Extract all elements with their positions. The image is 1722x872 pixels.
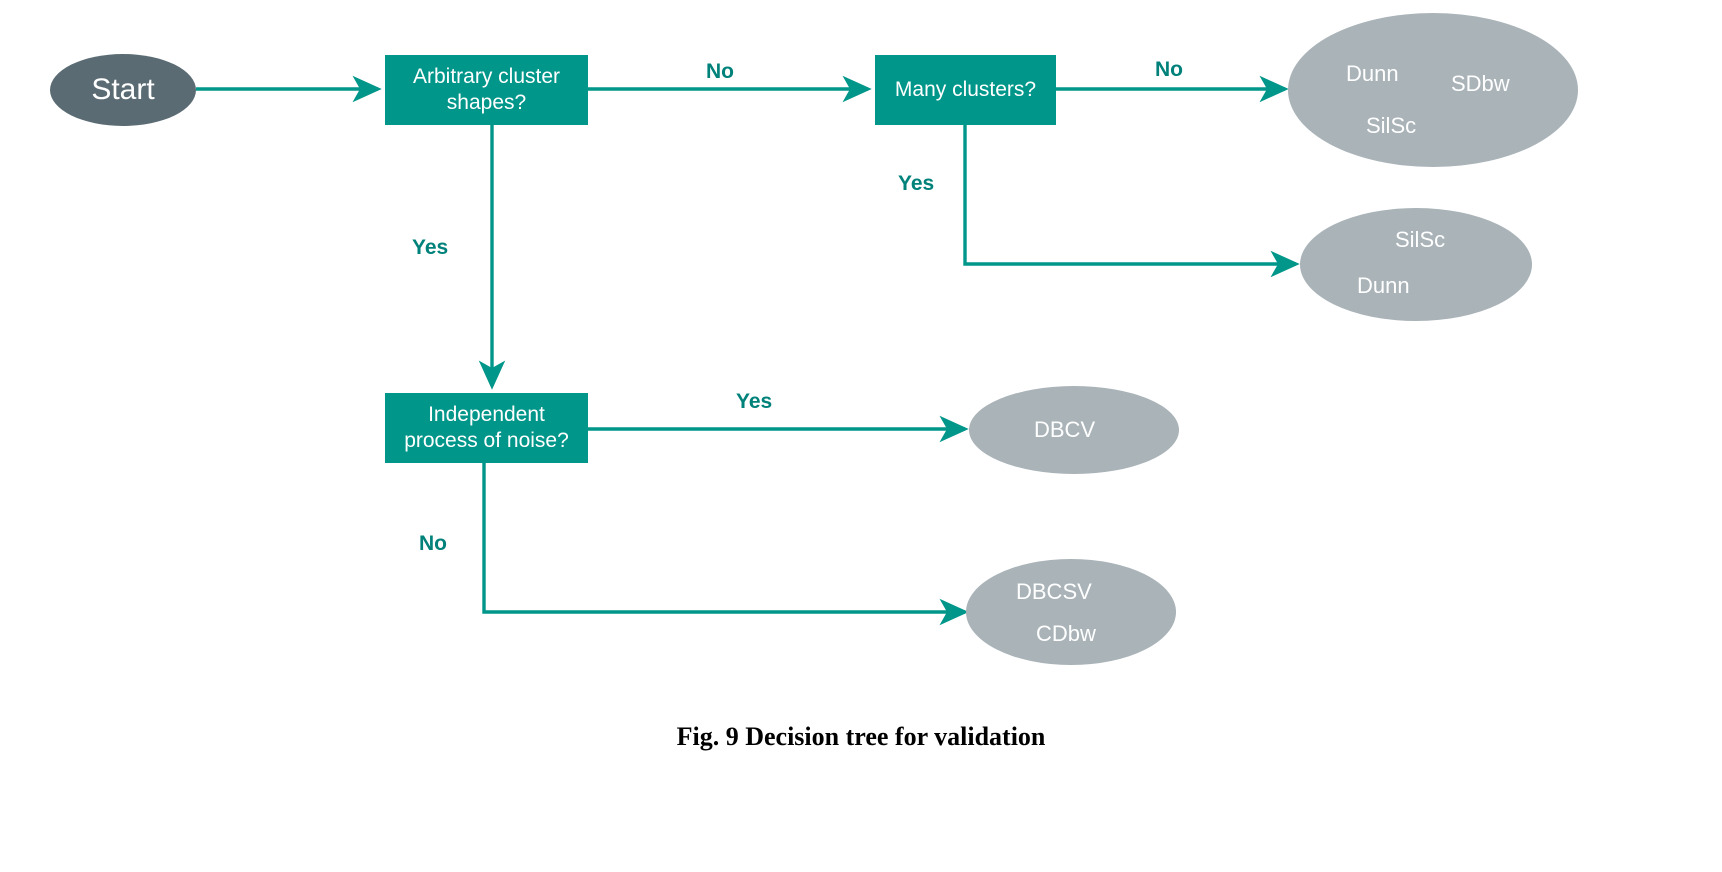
edge-label-noise-yes: Yes bbox=[736, 390, 773, 413]
node-independent-process-of-noise-label: Independent process of noise? bbox=[404, 403, 569, 452]
node-many-clusters[interactable]: Many clusters? bbox=[875, 55, 1056, 125]
edge-many-yes bbox=[963, 124, 1300, 278]
node-start[interactable]: Start bbox=[50, 54, 196, 126]
edge-label-noise-no: No bbox=[419, 532, 447, 555]
node-many-clusters-label: Many clusters? bbox=[894, 78, 1037, 102]
node-result-dbcv[interactable]: DBCV bbox=[969, 386, 1179, 474]
node-arbitrary-cluster-shapes-label: Arbitrary cluster shapes? bbox=[412, 65, 561, 114]
result-term-sdbw: SDbw bbox=[1451, 71, 1510, 96]
edge-label-arbitrary-yes: Yes bbox=[412, 236, 449, 259]
edge-label-arbitrary-no: No bbox=[706, 60, 734, 83]
result-term-dunn: Dunn bbox=[1346, 61, 1399, 86]
node-arbitrary-cluster-shapes[interactable]: Arbitrary cluster shapes? bbox=[385, 55, 588, 125]
edge-label-many-yes: Yes bbox=[898, 172, 935, 195]
node-result-dbcsv[interactable]: DBCSV CDbw bbox=[966, 559, 1176, 665]
node-start-label: Start bbox=[91, 73, 155, 106]
result-term-dunn-2: Dunn bbox=[1357, 273, 1410, 298]
node-result-few-clusters[interactable]: Dunn SDbw SilSc bbox=[1288, 13, 1578, 167]
edge-noise-no bbox=[482, 463, 969, 626]
result-term-silsc: SilSc bbox=[1366, 113, 1417, 138]
node-result-many-clusters[interactable]: SilSc Dunn bbox=[1300, 208, 1532, 321]
edge-label-many-no: No bbox=[1155, 58, 1183, 81]
result-term-dbcsv: DBCSV bbox=[1016, 579, 1092, 604]
result-term-dbcv: DBCV bbox=[1034, 417, 1096, 442]
result-term-cdbw: CDbw bbox=[1036, 621, 1096, 646]
result-term-silsc-2: SilSc bbox=[1395, 227, 1446, 252]
node-independent-process-of-noise[interactable]: Independent process of noise? bbox=[385, 393, 588, 463]
figure-caption: Fig. 9 Decision tree for validation bbox=[676, 722, 1046, 751]
